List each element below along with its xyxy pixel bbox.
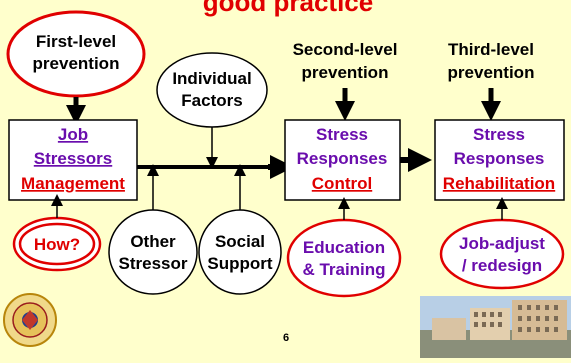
second-level-line2: prevention <box>302 63 389 82</box>
box1-line1: Job <box>58 125 88 144</box>
how-ellipse: How? <box>12 216 102 272</box>
second-level-prevention: Second-level prevention <box>293 40 398 82</box>
box2-line1: Stress <box>316 125 368 144</box>
education-line1: Education <box>303 238 385 257</box>
box-stress-responses-control: Stress Responses Control <box>284 119 401 201</box>
other-stressor: Other Stressor <box>108 209 198 295</box>
individual-factors-line1: Individual <box>172 69 251 88</box>
first-level-prevention: First-level prevention <box>6 10 146 98</box>
job-adjust-line2: / redesign <box>462 256 542 275</box>
building-photo <box>420 296 571 358</box>
university-seal-logo <box>3 293 57 347</box>
box3-line3: Rehabilitation <box>443 174 555 193</box>
slide-title: good practice <box>203 0 373 17</box>
social-support-line1: Social <box>215 232 265 251</box>
job-adjust-redesign: Job-adjust / redesign <box>439 218 565 290</box>
third-level-line2: prevention <box>448 63 535 82</box>
individual-factors: Individual Factors <box>156 52 268 128</box>
box3-line1: Stress <box>473 125 525 144</box>
education-training: Education & Training <box>286 218 402 298</box>
third-level-prevention: Third-level prevention <box>448 40 535 82</box>
box1-line3: Management <box>21 174 125 193</box>
other-stressor-line2: Stressor <box>119 254 188 273</box>
box-job-stressors: Job Stressors Management <box>8 119 138 201</box>
second-level-line1: Second-level <box>293 40 398 59</box>
box-stress-responses-rehab: Stress Responses Rehabilitation <box>434 119 565 201</box>
education-line2: & Training <box>302 260 385 279</box>
box3-line2: Responses <box>454 149 545 168</box>
page-number: 6 <box>283 332 289 344</box>
third-level-line1: Third-level <box>448 40 534 59</box>
box2-line3: Control <box>312 174 372 193</box>
how-label: How? <box>34 235 80 254</box>
box1-line2: Stressors <box>34 149 112 168</box>
social-support: Social Support <box>198 209 282 295</box>
job-adjust-line1: Job-adjust <box>459 234 545 253</box>
other-stressor-line1: Other <box>130 232 176 251</box>
social-support-line2: Support <box>207 254 272 273</box>
first-level-line2: prevention <box>33 54 120 73</box>
first-level-line1: First-level <box>36 32 116 51</box>
box2-line2: Responses <box>297 149 388 168</box>
individual-factors-line2: Factors <box>181 91 242 110</box>
